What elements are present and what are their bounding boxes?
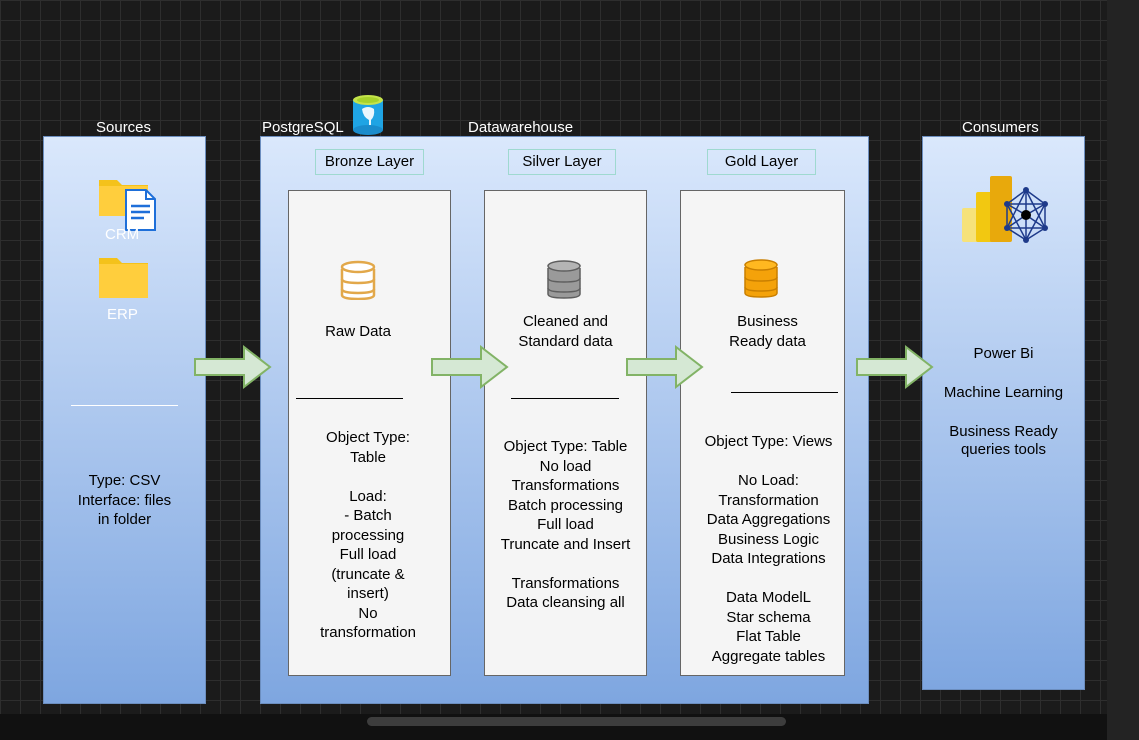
silver-divider [511, 398, 619, 399]
bronze-divider [296, 398, 403, 399]
gold-divider [731, 392, 838, 393]
flow-arrow-sources-to-bronze [194, 344, 272, 390]
gold-database-icon [743, 256, 779, 298]
postgresql-database-icon [351, 94, 385, 136]
consumer-item-ml: Machine Learning [943, 384, 1064, 401]
powerbi-ml-icon [961, 175, 1051, 245]
consumers-header: Consumers [962, 119, 1039, 136]
bronze-layer-label: Bronze Layer [315, 149, 424, 175]
postgres-header: PostgreSQL [262, 119, 344, 136]
sources-details: Type: CSV Interface: files in folder [77, 472, 172, 528]
silver-details: Object Type: Table No load Transformatio… [500, 438, 631, 611]
silver-layer-label: Silver Layer [508, 149, 616, 175]
gold-title: Business Ready data [729, 313, 806, 350]
consumer-item-queries: Business Ready queries tools [949, 423, 1058, 458]
crm-label: CRM [105, 226, 140, 243]
bronze-title: Raw Data [325, 323, 391, 340]
horizontal-scrollbar-thumb[interactable] [367, 717, 786, 726]
flow-arrow-silver-to-gold [626, 344, 704, 390]
flow-arrow-bronze-to-silver [431, 344, 509, 390]
crm-folder-icon [98, 176, 160, 232]
warehouse-header: Datawarehouse [468, 119, 574, 136]
sources-header: Sources [96, 119, 152, 136]
right-edge-panel [1107, 0, 1139, 740]
bronze-database-icon [340, 258, 376, 301]
sources-divider [71, 405, 178, 406]
gold-layer-label: Gold Layer [707, 149, 816, 175]
gold-details: Object Type: Views No Load: Transformati… [704, 433, 833, 665]
sources-panel [43, 136, 206, 704]
bronze-details: Object Type: Table Load: - Batch process… [320, 429, 416, 641]
consumer-item-powerbi: Power Bi [973, 345, 1034, 362]
erp-label: ERP [107, 306, 138, 323]
silver-database-icon [546, 257, 582, 299]
silver-title: Cleaned and Standard data [518, 313, 613, 350]
erp-folder-icon [98, 257, 149, 299]
flow-arrow-gold-to-consumers [856, 344, 934, 390]
gold-layer-card [680, 190, 845, 676]
